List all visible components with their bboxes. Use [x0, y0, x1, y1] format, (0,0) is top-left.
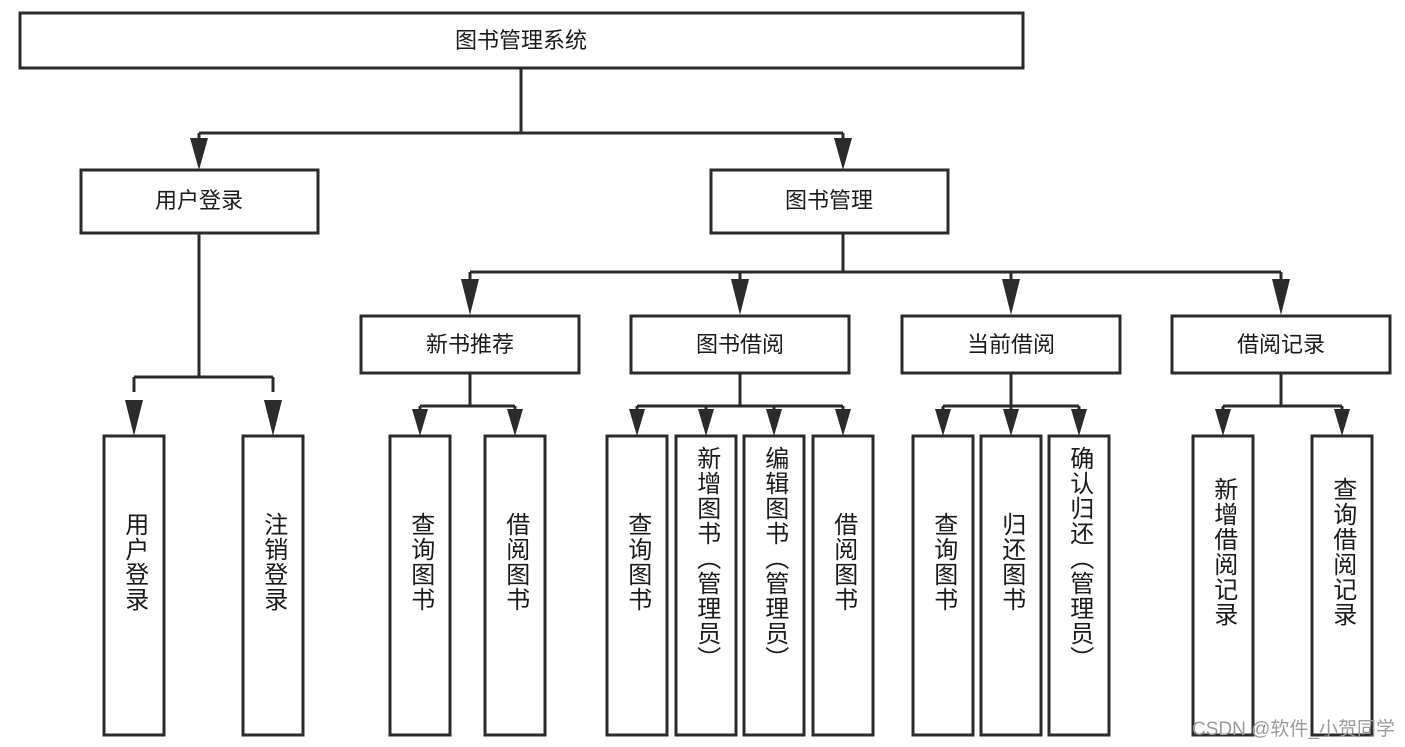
node-root[interactable]: 图书管理系统	[18, 11, 1025, 70]
node-current-borrow-label: 当前借阅	[967, 332, 1055, 357]
arrow-to-book-manage	[834, 138, 852, 170]
leaf-box-user-logout[interactable]	[241, 434, 305, 737]
leaf-box-edit-book[interactable]	[742, 434, 806, 737]
leaf-box-query-book-3[interactable]	[911, 434, 975, 737]
node-new-book-recommend[interactable]: 新书推荐	[359, 314, 581, 375]
leaf-box-borrow-book-1[interactable]	[483, 434, 547, 737]
node-book-borrow-label: 图书借阅	[696, 332, 784, 357]
leaf-box-user-login[interactable]	[102, 434, 166, 737]
node-borrow-record-label: 借阅记录	[1237, 332, 1325, 357]
connector-root-to-level2	[190, 68, 852, 170]
connector-current-borrow-to-leaves	[935, 373, 1087, 436]
connector-new-book-to-leaves	[412, 373, 523, 436]
leaf-box-query-book-1[interactable]	[388, 434, 452, 737]
arrow-to-user-login	[190, 138, 208, 170]
leaf-box-query-record[interactable]	[1310, 434, 1374, 737]
leaf-box-add-book[interactable]	[674, 434, 738, 737]
node-user-login[interactable]: 用户登录	[79, 168, 320, 235]
node-new-book-recommend-label: 新书推荐	[426, 332, 514, 357]
node-borrow-record[interactable]: 借阅记录	[1170, 314, 1392, 375]
node-book-borrow[interactable]: 图书借阅	[629, 314, 851, 375]
leaf-boxes	[102, 434, 1374, 737]
node-current-borrow[interactable]: 当前借阅	[900, 314, 1122, 375]
node-book-manage[interactable]: 图书管理	[709, 168, 950, 235]
connector-user-login-to-leaves	[125, 233, 282, 436]
leaf-box-add-record[interactable]	[1191, 434, 1255, 737]
connector-book-manage-to-level3	[461, 233, 1290, 315]
node-root-label: 图书管理系统	[455, 28, 587, 53]
connector-book-borrow-to-leaves	[629, 373, 851, 436]
connector-borrow-record-to-leaves	[1215, 373, 1350, 436]
leaf-box-borrow-book-2[interactable]	[811, 434, 875, 737]
leaf-box-query-book-2[interactable]	[605, 434, 669, 737]
node-book-manage-label: 图书管理	[785, 188, 873, 213]
node-user-login-label: 用户登录	[155, 188, 243, 213]
leaf-box-confirm-return[interactable]	[1047, 434, 1111, 737]
leaf-box-return-book[interactable]	[979, 434, 1043, 737]
